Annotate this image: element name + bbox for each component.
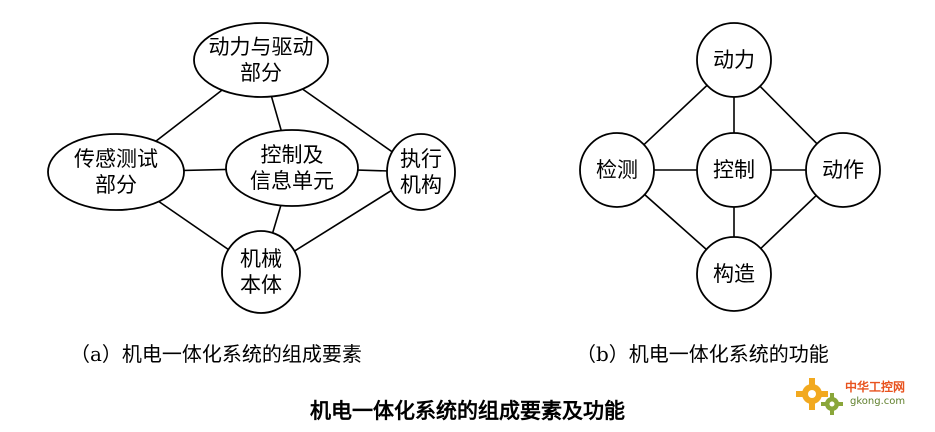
diagram-a-node-control-shape: [225, 129, 359, 207]
diagram-a-node-sensing-label: 传感测试: [74, 147, 158, 171]
diagram-b-node-control-shape: [696, 132, 772, 208]
watermark-logo: 中华工控网 gkong.com: [790, 372, 930, 422]
diagram-a-node-body-shape: [221, 230, 301, 314]
diagram-b-node-structure-shape: [696, 236, 772, 312]
diagram-b-node-power: 动力: [696, 22, 772, 98]
diagram-a-node-body-label: 本体: [240, 273, 282, 297]
diagram-b-node-control: 控制: [696, 132, 772, 208]
diagram-b-node-power-label: 动力: [713, 48, 755, 72]
diagram-a-node-control-label: 信息单元: [250, 169, 334, 193]
diagram-b-caption: （b）机电一体化系统的功能: [576, 342, 829, 366]
diagram-b-node-action-shape: [805, 132, 881, 208]
diagram-b-node-power-shape: [696, 22, 772, 98]
diagram-b-node-structure: 构造: [696, 236, 772, 312]
diagram-b-node-structure-label: 构造: [713, 262, 755, 286]
diagram-a-node-control-label: 控制及: [261, 143, 324, 167]
diagram-b-node-action: 动作: [805, 132, 881, 208]
diagram-a-node-power-shape: [193, 22, 329, 98]
diagram-a-node-body-label: 机械: [240, 247, 282, 271]
diagram-b-node-control-label: 控制: [713, 158, 755, 182]
diagram-b-node-detect-shape: [579, 132, 655, 208]
diagram-a-node-actuator-label: 执行: [400, 147, 442, 171]
watermark-name: 中华工控网: [845, 380, 906, 394]
diagram-a-node-sensing-shape: [47, 133, 185, 211]
diagram-a-node-actuator-label: 机构: [400, 173, 442, 197]
diagram-b-node-detect-label: 检测: [596, 158, 638, 182]
gear-icon: [796, 378, 843, 415]
diagram-b-node-action-label: 动作: [822, 158, 864, 182]
figure-title: 机电一体化系统的组成要素及功能: [310, 399, 625, 423]
diagram-b-node-detect: 检测: [579, 132, 655, 208]
diagram-a-node-power-label: 部分: [240, 61, 282, 85]
watermark-url: gkong.com: [850, 396, 906, 407]
diagram-a-node-power-label: 动力与驱动: [209, 35, 314, 59]
diagram-a-node-sensing-label: 部分: [95, 173, 137, 197]
diagram-a-caption: （a）机电一体化系统的组成要素: [70, 342, 362, 366]
diagram-a-node-actuator-shape: [386, 133, 456, 211]
